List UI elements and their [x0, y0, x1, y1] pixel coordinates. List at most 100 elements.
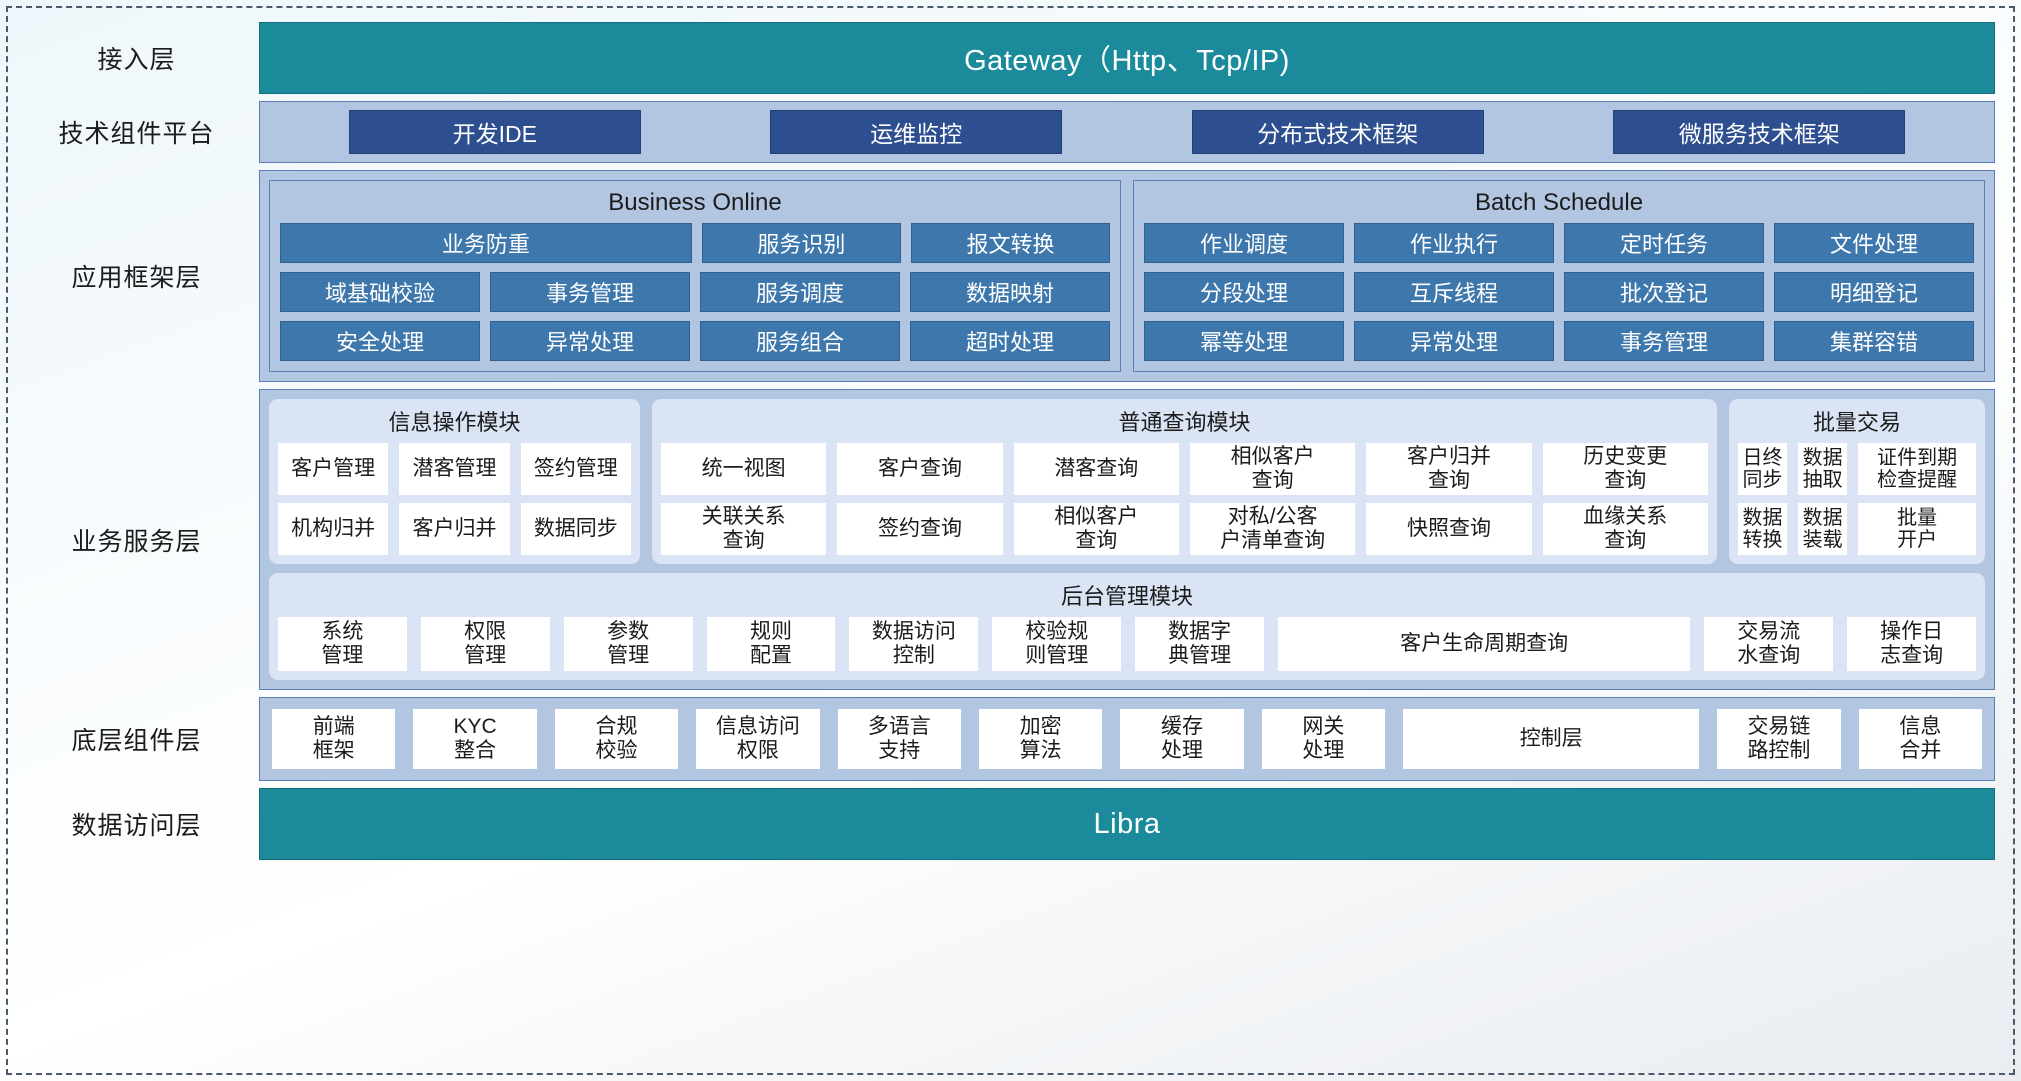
- batch-chip-exception-handling[interactable]: 异常处理: [1354, 321, 1554, 361]
- chip-eod-sync[interactable]: 日终 同步: [1738, 443, 1788, 495]
- chip-data-sync[interactable]: 数据同步: [520, 503, 631, 555]
- chip-system-management[interactable]: 系统 管理: [278, 617, 407, 671]
- chip-operation-log-query[interactable]: 操作日 志查询: [1847, 617, 1977, 671]
- batch-chip-batch-register[interactable]: 批次登记: [1564, 272, 1764, 312]
- app-row: 幂等处理 异常处理 事务管理 集群容错: [1144, 321, 1974, 361]
- chip-contract-query[interactable]: 签约查询: [837, 503, 1003, 555]
- module-info-operation: 信息操作模块 客户管理 潜客管理 签约管理 机构归并 客户归并 数据同步: [269, 399, 640, 564]
- batch-chip-job-execute[interactable]: 作业执行: [1354, 223, 1554, 263]
- batch-chip-cluster-fault-tolerance[interactable]: 集群容错: [1774, 321, 1974, 361]
- chip-parameter-management[interactable]: 参数 管理: [563, 617, 693, 671]
- batch-chip-detail-register[interactable]: 明细登记: [1774, 272, 1974, 312]
- chip-customer-merge-query[interactable]: 客户归并 查询: [1366, 443, 1532, 495]
- app-chip-service-identify[interactable]: 服务识别: [701, 223, 901, 263]
- chip-relationship-query[interactable]: 关联关系 查询: [661, 503, 827, 555]
- chip-kyc-integration[interactable]: KYC 整合: [413, 709, 537, 769]
- app-chip-data-mapping[interactable]: 数据映射: [910, 272, 1110, 312]
- app-row: 域基础校验 事务管理 服务调度 数据映射: [280, 272, 1110, 312]
- batch-chip-mutex-thread[interactable]: 互斥线程: [1354, 272, 1554, 312]
- module-row: 统一视图 客户查询 潜客查询 相似客户 查询 客户归并 查询 历史变更 查询: [661, 443, 1708, 495]
- app-row: 作业调度 作业执行 定时任务 文件处理: [1144, 223, 1974, 263]
- chip-history-change-query[interactable]: 历史变更 查询: [1542, 443, 1708, 495]
- chip-data-load[interactable]: 数据 装载: [1798, 503, 1848, 555]
- chip-data-dictionary-management[interactable]: 数据字 典管理: [1135, 617, 1265, 671]
- tech-chip-ide[interactable]: 开发IDE: [348, 110, 641, 154]
- chip-transaction-flow-query[interactable]: 交易流 水查询: [1704, 617, 1834, 671]
- panel-title-business-online: Business Online: [608, 189, 782, 216]
- batch-chip-idempotent[interactable]: 幂等处理: [1144, 321, 1344, 361]
- app-framework-container: Business Online 业务防重 服务识别 报文转换 域基础校验 事务管…: [259, 170, 1995, 382]
- layer-grid: 接入层 Gateway（Http、Tcp/IP) 技术组件平台 开发IDE 运维…: [10, 8, 2011, 1075]
- chip-frontend-framework[interactable]: 前端 框架: [272, 709, 396, 769]
- chip-info-merge[interactable]: 信息 合并: [1858, 709, 1983, 769]
- layer-label-dataaccess: 数据访问层: [71, 811, 202, 840]
- tech-chip-distributed-framework[interactable]: 分布式技术框架: [1191, 110, 1484, 154]
- layer-label-basecomp: 底层组件层: [71, 726, 202, 755]
- chip-customer-query[interactable]: 客户查询: [837, 443, 1003, 495]
- batch-chip-file-processing[interactable]: 文件处理: [1774, 223, 1974, 263]
- app-chip-domain-validation[interactable]: 域基础校验: [280, 272, 480, 312]
- chip-transaction-link-control[interactable]: 交易链 路控制: [1717, 709, 1841, 769]
- app-row: 业务防重 服务识别 报文转换: [280, 223, 1110, 263]
- chip-prospect-management[interactable]: 潜客管理: [399, 443, 510, 495]
- panel-batch-schedule: Batch Schedule 作业调度 作业执行 定时任务 文件处理 分段处理 …: [1133, 180, 1985, 372]
- module-batch-transaction: 批量交易 日终 同步 数据 抽取 证件到期 检查提醒 数据 转换 数据 装载 批…: [1729, 399, 1985, 564]
- business-service-container: 信息操作模块 客户管理 潜客管理 签约管理 机构归并 客户归并 数据同步: [259, 389, 1995, 690]
- layer-label-bizservice: 业务服务层: [71, 526, 202, 556]
- app-chip-security-handling[interactable]: 安全处理: [280, 321, 480, 361]
- chip-customer-management[interactable]: 客户管理: [278, 443, 389, 495]
- module-row: 机构归并 客户归并 数据同步: [278, 503, 631, 555]
- app-chip-message-transform[interactable]: 报文转换: [910, 223, 1110, 263]
- tech-chip-microservice-framework[interactable]: 微服务技术框架: [1613, 110, 1906, 154]
- app-chip-transaction-mgmt[interactable]: 事务管理: [490, 272, 690, 312]
- chip-gateway-processing[interactable]: 网关 处理: [1261, 709, 1386, 769]
- app-chip-business-dedup[interactable]: 业务防重: [280, 223, 692, 263]
- chip-unified-view[interactable]: 统一视图: [661, 443, 827, 495]
- chip-customer-merge[interactable]: 客户归并: [399, 503, 510, 555]
- chip-batch-account-open[interactable]: 批量 开户: [1858, 503, 1976, 555]
- chip-similar-customer-query[interactable]: 相似客户 查询: [1189, 443, 1356, 495]
- chip-rule-configuration[interactable]: 规则 配置: [706, 617, 836, 671]
- chip-lineage-relation-query[interactable]: 血缘关系 查询: [1542, 503, 1708, 555]
- batch-chip-segment-processing[interactable]: 分段处理: [1144, 272, 1344, 312]
- app-row: 安全处理 异常处理 服务组合 超时处理: [280, 321, 1110, 361]
- module-row: 数据 转换 数据 装载 批量 开户: [1738, 503, 1976, 555]
- chip-similar-customer-query-2[interactable]: 相似客户 查询: [1013, 503, 1179, 555]
- app-chip-exception-handling[interactable]: 异常处理: [490, 321, 690, 361]
- chip-snapshot-query[interactable]: 快照查询: [1366, 503, 1532, 555]
- chip-info-access-permission[interactable]: 信息访问 权限: [696, 709, 820, 769]
- chip-validation-rule-management[interactable]: 校验规 则管理: [992, 617, 1122, 671]
- chip-data-access-control[interactable]: 数据访问 控制: [849, 617, 979, 671]
- tech-platform-row: 开发IDE 运维监控 分布式技术框架 微服务技术框架: [259, 101, 1995, 163]
- chip-compliance-validation[interactable]: 合规 校验: [554, 709, 679, 769]
- app-chip-timeout-handling[interactable]: 超时处理: [910, 321, 1110, 361]
- module-row: 关联关系 查询 签约查询 相似客户 查询 对私/公客 户清单查询 快照查询 血缘…: [661, 503, 1708, 555]
- batch-chip-scheduled-task[interactable]: 定时任务: [1564, 223, 1764, 263]
- batch-chip-transaction-mgmt[interactable]: 事务管理: [1564, 321, 1764, 361]
- module-row: 日终 同步 数据 抽取 证件到期 检查提醒: [1738, 443, 1976, 495]
- chip-data-transform[interactable]: 数据 转换: [1738, 503, 1788, 555]
- chip-customer-lifecycle-query[interactable]: 客户生命周期查询: [1278, 617, 1691, 671]
- app-chip-service-composition[interactable]: 服务组合: [700, 321, 900, 361]
- chip-contract-management[interactable]: 签约管理: [520, 443, 631, 495]
- chip-permission-management[interactable]: 权限 管理: [420, 617, 550, 671]
- chip-multilanguage-support[interactable]: 多语言 支持: [837, 709, 961, 769]
- layer-label-tech: 技术组件平台: [58, 119, 215, 148]
- chip-certificate-expiry-reminder[interactable]: 证件到期 检查提醒: [1858, 443, 1976, 495]
- chip-org-merge[interactable]: 机构归并: [278, 503, 389, 555]
- layer-label-appframe: 应用框架层: [71, 263, 202, 292]
- chip-control-layer[interactable]: 控制层: [1403, 709, 1700, 769]
- batch-chip-job-schedule[interactable]: 作业调度: [1144, 223, 1344, 263]
- app-chip-service-dispatch[interactable]: 服务调度: [700, 272, 900, 312]
- app-row: 分段处理 互斥线程 批次登记 明细登记: [1144, 272, 1974, 312]
- chip-encryption-algorithm[interactable]: 加密 算法: [978, 709, 1103, 769]
- chip-prospect-query[interactable]: 潜客查询: [1013, 443, 1179, 495]
- module-row: 系统 管理 权限 管理 参数 管理 规则 配置 数据访问 控制 校验规 则管理 …: [278, 617, 1977, 671]
- chip-data-extract[interactable]: 数据 抽取: [1798, 443, 1848, 495]
- module-common-query: 普通查询模块 统一视图 客户查询 潜客查询 相似客户 查询 客户归并 查询 历史…: [652, 399, 1717, 564]
- chip-retail-corp-customer-list-query[interactable]: 对私/公客 户清单查询: [1189, 503, 1356, 555]
- tech-chip-ops-monitor[interactable]: 运维监控: [770, 110, 1063, 154]
- layer-label-access: 接入层: [97, 45, 176, 74]
- chip-cache-processing[interactable]: 缓存 处理: [1120, 709, 1244, 769]
